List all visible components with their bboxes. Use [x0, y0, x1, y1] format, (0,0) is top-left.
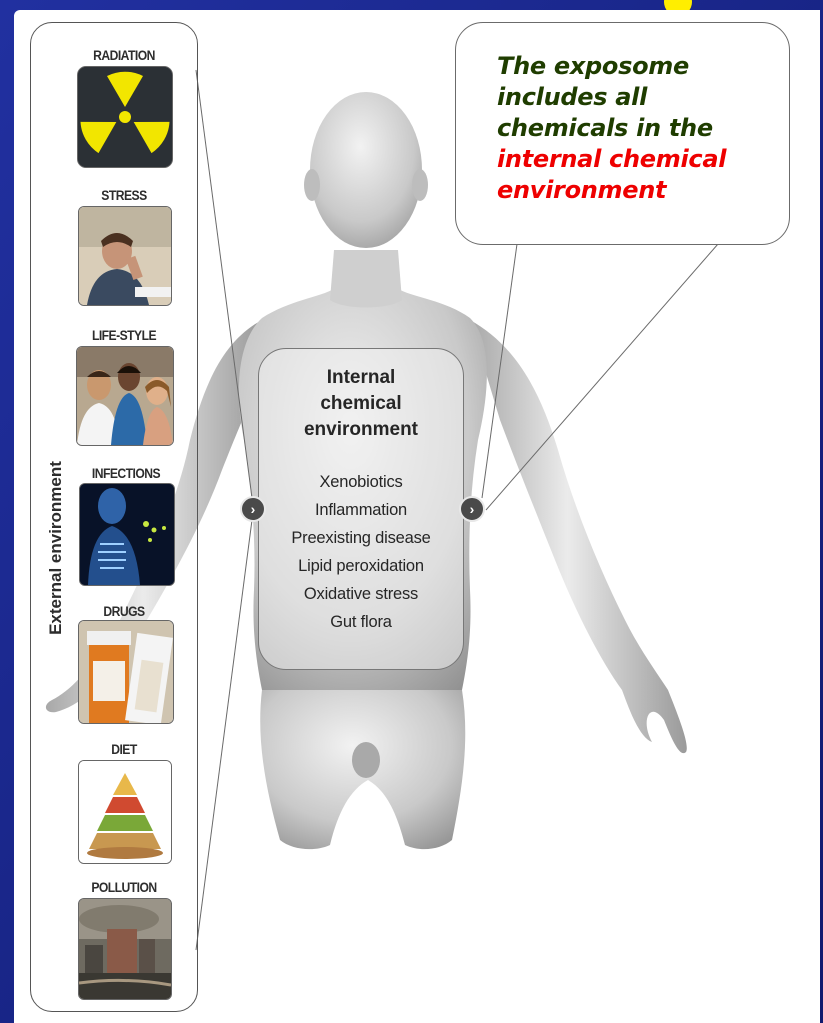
left-arrow-icon[interactable]: › — [240, 496, 266, 522]
callout-highlight-line: internal chemical — [497, 144, 787, 175]
exposure-label: STRESS — [79, 188, 169, 203]
exposure-tile-stress: STRESS — [74, 188, 174, 306]
internal-environment-box: Internal chemical environment Xenobiotic… — [258, 348, 464, 670]
internal-factor: Preexisting disease — [259, 529, 463, 548]
stressed-person-photo — [78, 206, 172, 306]
exposure-label: POLLUTION — [79, 880, 169, 895]
exposure-label: LIFE-STYLE — [79, 328, 169, 343]
exposure-label: RADIATION — [79, 48, 169, 63]
right-arrow-icon[interactable]: › — [459, 496, 485, 522]
exposure-tile-pollution: POLLUTION — [74, 880, 174, 1000]
internal-factor: Oxidative stress — [259, 585, 463, 604]
exposure-label: DIET — [79, 742, 169, 757]
callout-highlight-line: environment — [497, 175, 787, 206]
internal-factor: Inflammation — [259, 501, 463, 520]
exposure-label: DRUGS — [79, 604, 169, 619]
callout-line: The exposome — [497, 51, 787, 82]
exposure-tile-infections: INFECTIONS — [76, 466, 176, 586]
callout-line: chemicals in the — [497, 113, 787, 144]
callout-text: The exposome includes all chemicals in t… — [497, 51, 787, 206]
pill-bottle-photo — [78, 620, 174, 724]
internal-factor: Gut flora — [259, 613, 463, 632]
internal-title-line: Internal — [259, 367, 463, 389]
internal-title-line: environment — [259, 419, 463, 441]
polluted-city-photo — [78, 898, 172, 1000]
internal-title-line: chemical — [259, 393, 463, 415]
exposome-callout: The exposome includes all chemicals in t… — [455, 22, 790, 245]
internal-factor: Xenobiotics — [259, 473, 463, 492]
exposure-tile-diet: DIET — [74, 742, 174, 864]
exposure-label: INFECTIONS — [81, 466, 171, 481]
radiation-icon — [77, 66, 173, 168]
friends-photo — [76, 346, 174, 446]
exposure-tile-radiation: RADIATION — [74, 48, 174, 168]
callout-line: includes all — [497, 82, 787, 113]
food-pyramid-photo — [78, 760, 172, 864]
xray-body-photo — [79, 483, 175, 586]
exposure-tile-drugs: DRUGS — [74, 604, 174, 724]
internal-factor: Lipid peroxidation — [259, 557, 463, 576]
exposure-tile-lifestyle: LIFE-STYLE — [74, 328, 174, 446]
